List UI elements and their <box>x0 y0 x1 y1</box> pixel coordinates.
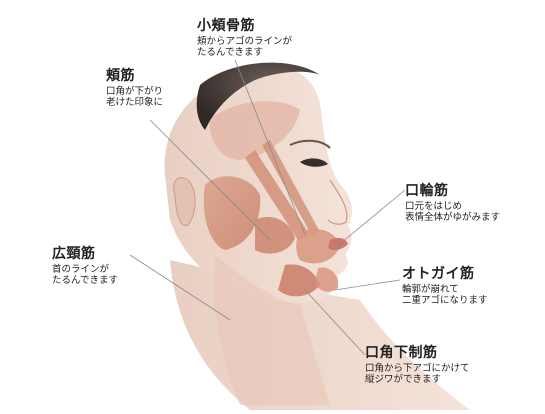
leader-mentalis <box>334 279 401 291</box>
label-buccinator: 頬筋 口角が下がり 老けた印象に <box>106 68 163 109</box>
label-desc-line: 口角から下アゴにかけて <box>365 362 470 374</box>
label-desc-line: 頬からアゴのラインが <box>197 35 293 47</box>
label-title: 小頬骨筋 <box>197 18 255 34</box>
label-mentalis: オトガイ筋 輪郭が崩れて 二重アゴになります <box>402 266 488 307</box>
leader-buccinator <box>149 119 271 241</box>
buccinator-muscle <box>255 216 295 254</box>
mentalis-muscle <box>315 267 339 292</box>
nose <box>327 179 348 225</box>
masseter-muscle <box>203 176 261 250</box>
label-desc-line: 口元をはじめ <box>405 200 463 212</box>
leader-zygomaticus-minor <box>234 59 306 236</box>
label-zygomaticus-minor: 小頬骨筋 頬からアゴのラインが たるんできます <box>197 18 292 59</box>
ear <box>173 177 196 226</box>
eye <box>300 158 328 167</box>
leader-depressor <box>304 289 366 356</box>
label-desc-line: たるんできます <box>52 275 119 287</box>
label-title: 口角下制筋 <box>365 345 438 361</box>
label-desc-line: 表情全体がゆがみます <box>405 212 501 224</box>
hair <box>196 62 320 130</box>
label-depressor-anguli-oris: 口角下制筋 口角から下アゴにかけて 縦ジワができます <box>365 345 470 386</box>
leader-orbicularis-oris <box>334 189 406 249</box>
eyebrow <box>289 139 331 149</box>
label-desc-line: 縦ジワができます <box>365 374 442 386</box>
label-title: 頬筋 <box>106 68 135 84</box>
label-title: 口輪筋 <box>405 183 449 199</box>
leader-platysma <box>129 254 231 321</box>
label-desc-line: たるんできます <box>197 47 264 59</box>
label-title: オトガイ筋 <box>402 266 475 282</box>
label-desc-line: 口角が下がり <box>106 85 164 97</box>
label-platysma: 広頸筋 首のラインが たるんできます <box>52 246 118 287</box>
label-desc-line: 老けた印象に <box>106 97 164 109</box>
label-title: 広頸筋 <box>52 246 96 262</box>
temporal-muscle <box>209 101 300 160</box>
label-desc-line: 輪郭が崩れて <box>402 283 459 295</box>
zygomaticus-muscle <box>245 150 310 240</box>
platysma-muscle <box>213 255 330 405</box>
depressor-muscle <box>278 264 320 297</box>
label-desc-line: 首のラインが <box>52 263 110 275</box>
orbicularis-oris-muscle <box>296 228 340 264</box>
label-orbicularis-oris: 口輪筋 口元をはじめ 表情全体がゆがみます <box>405 183 500 224</box>
label-desc-line: 二重アゴになります <box>402 295 488 307</box>
